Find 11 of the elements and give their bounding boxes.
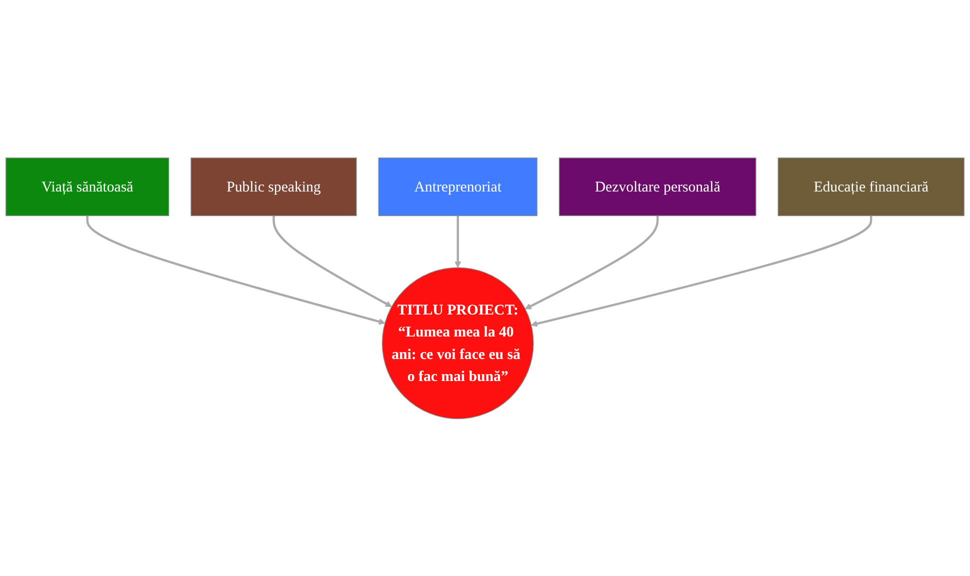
node-box: Antreprenoriat — [378, 157, 538, 216]
arrow — [272, 215, 392, 307]
node-box: Viață sănătoasă — [6, 157, 170, 216]
node-box: Educație financiară — [778, 157, 964, 216]
node-box: Dezvoltare personală — [558, 157, 756, 216]
node-circle: TITLU PROIECT: “Lumea mea la 40 ani: ce voi face eu să o fac mai bună” — [382, 266, 534, 419]
arrow — [524, 215, 659, 309]
node-box: Public speaking — [190, 157, 357, 216]
arrow — [454, 215, 462, 268]
arrow — [86, 215, 386, 324]
arrow — [530, 215, 872, 327]
